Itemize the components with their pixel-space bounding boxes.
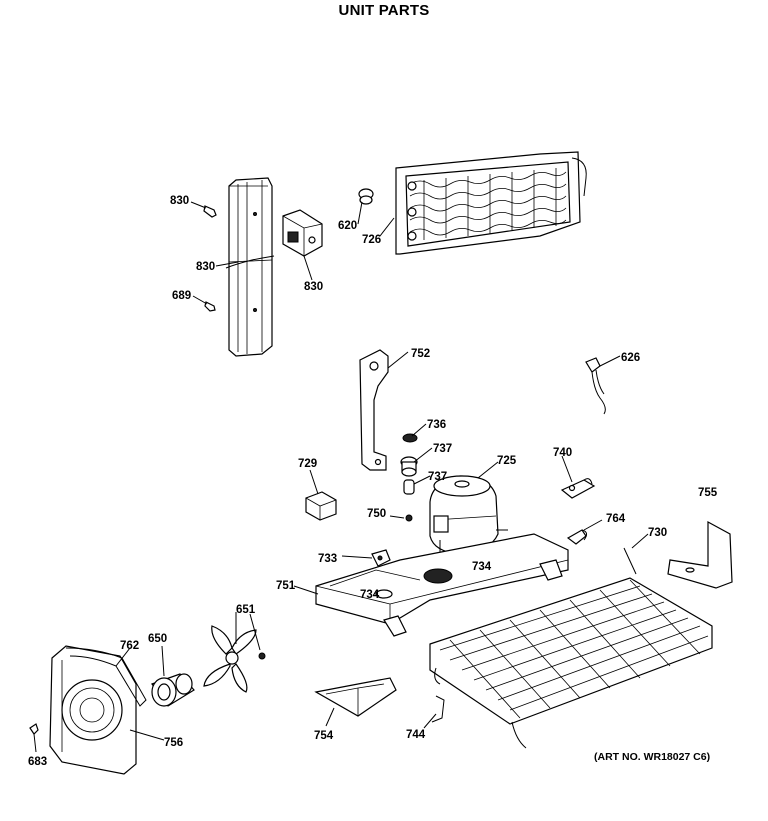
callout-683: 683 [28, 756, 47, 768]
capacitor [305, 491, 337, 521]
callout-729: 729 [298, 458, 317, 470]
power-cord [585, 357, 606, 415]
compressor-mount-bracket [359, 349, 389, 471]
callout-762: 762 [120, 640, 139, 652]
grommet-734a [423, 568, 453, 584]
callout-626: 626 [621, 352, 640, 364]
callout-650: 650 [148, 633, 167, 645]
fan-motor [151, 673, 195, 707]
grommet-737 [400, 456, 418, 477]
callout-750: 750 [367, 508, 386, 520]
clip-764 [566, 529, 588, 545]
callout-755: 755 [698, 487, 718, 499]
callout-734-left: 734 [360, 589, 380, 601]
screw-683 [29, 723, 39, 735]
callout-830-bracket: 830 [196, 261, 215, 273]
fan-blade [203, 625, 257, 693]
fan-nut [258, 652, 266, 660]
callout-620: 620 [338, 220, 357, 232]
callout-730: 730 [648, 527, 667, 539]
condenser-coil [395, 151, 587, 255]
callout-756: 756 [164, 737, 183, 749]
screw-830 [203, 205, 217, 218]
callout-725: 725 [497, 455, 517, 467]
callout-689: 689 [172, 290, 191, 302]
relay-box [282, 209, 323, 257]
drain-pan [314, 677, 397, 717]
callout-734-right: 734 [472, 561, 492, 573]
connector-733 [371, 549, 391, 567]
callout-737-grommet: 737 [433, 443, 452, 455]
screw-689 [204, 301, 216, 312]
callout-754: 754 [314, 730, 334, 742]
leader-lines [33, 201, 649, 753]
callout-752: 752 [411, 348, 430, 360]
callout-744: 744 [406, 729, 426, 741]
callout-830-relay: 830 [304, 281, 323, 293]
callout-726: 726 [362, 234, 381, 246]
callout-751: 751 [276, 580, 296, 592]
clip-750 [405, 514, 413, 522]
sleeve-737 [403, 479, 415, 495]
callout-764: 764 [606, 513, 626, 525]
shroud-gasket-762 [65, 647, 147, 707]
callout-740: 740 [553, 447, 572, 459]
clip-744 [431, 695, 445, 723]
callout-736: 736 [427, 419, 446, 431]
page-title: UNIT PARTS [338, 2, 430, 19]
callout-737-sleeve: 737 [428, 471, 447, 483]
wire-coil-730 [429, 547, 713, 749]
l-bracket-755 [667, 520, 733, 589]
grommet-736 [402, 433, 418, 443]
compressor [429, 475, 508, 563]
fan-shroud [49, 645, 137, 775]
grommet-734b [375, 589, 393, 599]
grommet-620 [358, 188, 374, 205]
callout-830-screw: 830 [170, 195, 189, 207]
vertical-channel-bracket [225, 177, 275, 357]
callout-labels: 830 830 830 689 620 726 752 626 736 737 … [28, 195, 718, 768]
overload-protector [560, 478, 596, 499]
callout-733: 733 [318, 553, 337, 565]
callout-651: 651 [236, 604, 256, 616]
art-number: (ART NO. WR18027 C6) [594, 751, 710, 763]
